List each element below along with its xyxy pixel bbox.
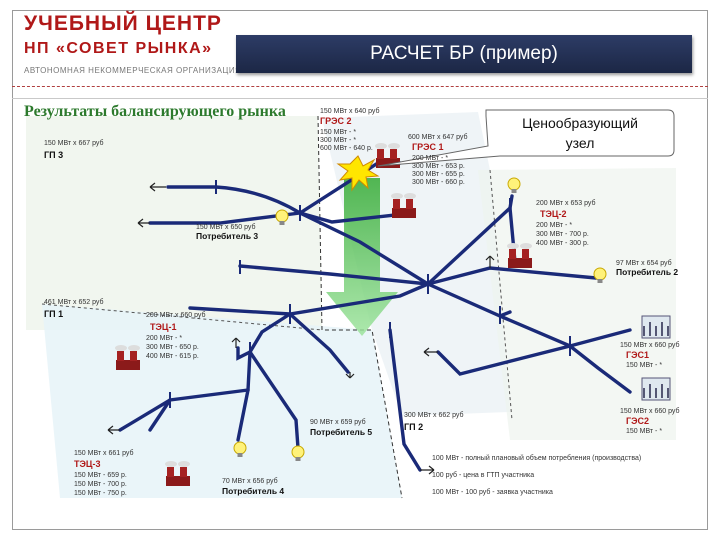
consumer2-bid: 97 МВт х 654 руб [616,259,672,267]
gres1-line-1: 200 МВт - * [412,155,448,162]
bus-ticks [169,180,571,408]
slide-frame [12,10,708,530]
ges1-line-1: 150 МВт - * [626,362,662,369]
gp3-name: ГП 3 [44,150,63,160]
consumer4-bid: 70 МВт х 656 руб [222,477,278,485]
tec1-line-3: 400 МВт - 615 р. [146,353,199,360]
header-divider [12,86,708,87]
ges2-bid: 150 МВт х 660 руб [620,407,680,415]
gres2-line-2: 300 МВт - * [320,137,356,144]
gp2-name: ГП 2 [404,422,423,432]
content-top-rule [12,98,708,99]
diagram-title: Результаты балансирующего рынка [24,103,286,120]
gres2-name: ГРЭС 2 [320,116,352,126]
ges1-name: ГЭС1 [626,350,649,360]
callout-box: Ценообразующий узел [377,109,675,167]
callout-line1: Ценообразующий [522,115,638,131]
flow-arrows [107,182,495,475]
tec2-name: ТЭЦ-2 [540,209,566,219]
tec2-line-3: 400 МВт - 300 р. [536,240,589,247]
gp2-bid: 300 МВт х 662 руб [404,411,464,419]
ges2-line-1: 150 МВт - * [626,428,662,435]
gres2-bid: 150 МВт х 640 руб [320,107,380,115]
tec3-line-3: 150 МВт - 750 р. [74,490,127,497]
tec2-line-1: 200 МВт - * [536,222,572,229]
tec1-name: ТЭЦ-1 [150,322,176,332]
gres1-bid: 600 МВт х 647 руб [408,133,468,141]
tec3-line-1: 150 МВт - 659 р. [74,472,127,479]
logo-tagline: АВТОНОМНАЯ НЕКОММЕРЧЕСКАЯ ОРГАНИЗАЦИЯ [24,66,242,75]
ges2-hydro-icon [641,377,671,401]
legend-line-3: 100 МВт - 100 руб - заявка участника [432,488,553,496]
tec1-bid: 200 МВт х 660 руб [146,311,206,319]
banner-title: РАСЧЕТ БР (пример) [370,43,558,64]
title-banner: РАСЧЕТ БР (пример) [236,35,692,73]
gres1-line-2: 300 МВт - 653 р. [412,163,465,170]
price-node-star-icon [336,155,380,192]
gres1-name: ГРЭС 1 [412,142,444,152]
consumer3-name: Потребитель 3 [196,231,258,241]
logo-subtitle: НП «СОВЕТ РЫНКА» [24,40,213,57]
network-lines [118,161,632,472]
gp3-bid: 150 МВт х 667 руб [44,139,104,147]
tec1-line-1: 200 МВт - * [146,335,182,342]
ges2-name: ГЭС2 [626,416,649,426]
consumer4-name: Потребитель 4 [222,486,284,496]
consumer5-name: Потребитель 5 [310,427,372,437]
gp1-bid: 461 МВт х 652 руб [44,298,104,306]
callout-line2: узел [566,135,595,151]
gres2-line-3: 600 МВт - 640 р. [320,145,373,152]
tec1-line-2: 300 МВт - 650 р. [146,344,199,351]
gres1-line-4: 300 МВт - 660 р. [412,179,465,186]
legend-line-2: 100 руб - цена в ГТП участника [432,471,534,479]
gp1-name: ГП 1 [44,309,63,319]
gres2-line-1: 150 МВт - * [320,129,356,136]
consumer3-bid: 150 МВт х 650 руб [196,223,256,231]
tec3-name: ТЭЦ-3 [74,459,100,469]
tec2-bid: 200 МВт х 653 руб [536,199,596,207]
tec3-bid: 150 МВт х 661 руб [74,449,134,457]
consumer2-name: Потребитель 2 [616,267,678,277]
ges1-hydro-icon [641,315,671,339]
zone-border-2 [41,303,323,331]
legend-line-1: 100 МВт - полный плановый объем потребле… [432,454,641,462]
consumer5-bid: 90 МВт х 659 руб [310,418,366,426]
ges1-bid: 150 МВт х 660 руб [620,341,680,349]
gres1-line-3: 300 МВт - 655 р. [412,171,465,178]
tec3-line-2: 150 МВт - 700 р. [74,481,127,488]
zone-gp-east [478,168,676,440]
logo-title: УЧЕБНЫЙ ЦЕНТР [24,12,222,35]
tec2-line-2: 300 МВт - 700 р. [536,231,589,238]
